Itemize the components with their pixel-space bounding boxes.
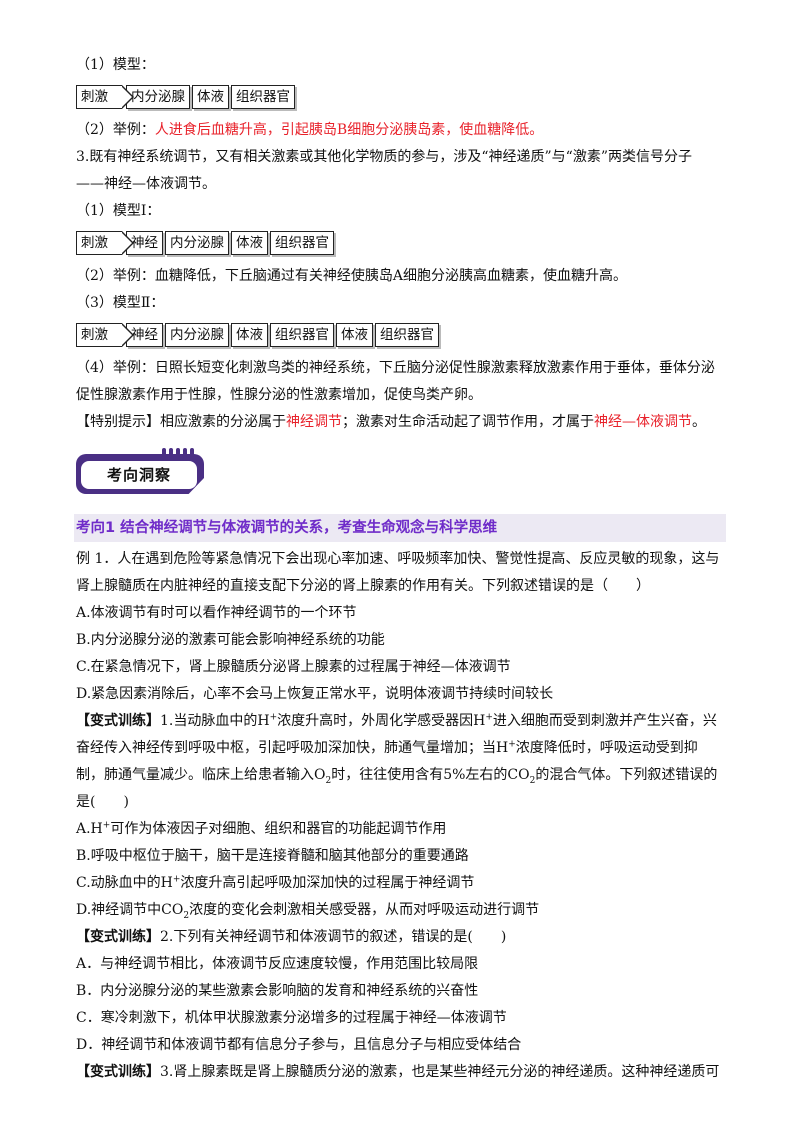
- badge-decoration: [162, 448, 194, 458]
- variant1-option-d: D.神经调节中CO2浓度的变化会刺激相关感受器，从而对呼吸运动进行调节: [76, 902, 540, 921]
- variant1-line2: 奋经传入神经传到呼吸中枢，引起呼吸加深加快，肺通气量增加；当H+浓度降低时，呼吸…: [76, 739, 698, 756]
- flow-stimulus-arrow: 刺激: [76, 230, 134, 255]
- section3-line1: 3.既有神经系统调节，又有相关激素或其他化学物质的参与，涉及“神经递质”与“激素…: [76, 149, 692, 165]
- example-stem-line1: 例 1．人在遇到危险等紧急情况下会出现心率加速、呼吸频率加快、警觉性提高、反应灵…: [76, 551, 720, 567]
- tip-text: ；激素对生命活动起了调节作用，才属于: [342, 414, 594, 430]
- flow-box: 内分泌腺: [126, 85, 190, 109]
- variant1-line4: 是( ): [76, 794, 129, 810]
- example2-line1: （4）举例：日照长短变化刺激鸟类的神经系统，下丘脑分泌促性腺激素释放激素作用于垂…: [76, 360, 715, 376]
- variant2-option-c: C．寒冷刺激下，机体甲状腺激素分泌增多的过程属于神经—体液调节: [76, 1010, 507, 1026]
- model1-flow-diagram: 刺激 神经 内分泌腺 体液 组织器官: [76, 228, 726, 258]
- flow-stimulus-arrow: 刺激: [76, 322, 134, 347]
- flow-box: 组织器官: [375, 323, 439, 347]
- example-highlight: 人进食后血糖升高，引起胰岛B细胞分泌胰岛素，使血糖降低。: [154, 122, 544, 138]
- option-d: D.紧急因素消除后，心率不会马上恢复正常水平，说明体液调节持续时间较长: [76, 686, 554, 702]
- section-title: 考向1 结合神经调节与体液调节的关系，考查生命观念与科学思维: [74, 514, 726, 542]
- example-prefix: （2）举例：: [76, 122, 155, 138]
- flow-box: 体液: [192, 85, 229, 109]
- example-line: （2）举例：人进食后血糖升高，引起胰岛B细胞分泌胰岛素，使血糖降低。: [76, 117, 726, 144]
- model-flow-diagram: 刺激 内分泌腺 体液 组织器官: [76, 82, 726, 112]
- flow-box: 组织器官: [231, 85, 295, 109]
- example2-line2: 促性腺激素作用于性腺，性腺分泌的性激素增加，促使鸟类产卵。: [76, 387, 482, 403]
- model2-flow-diagram: 刺激 神经 内分泌腺 体液 组织器官 体液 组织器官: [76, 320, 726, 350]
- document-page: （1）模型： 刺激 内分泌腺 体液 组织器官 （2）举例：人进食后血糖升高，引起…: [74, 52, 726, 1086]
- option-c: C.在紧急情况下，肾上腺髓质分泌肾上腺素的过程属于神经—体液调节: [76, 659, 511, 675]
- flow-box: 体液: [231, 323, 268, 347]
- flow-box: 组织器官: [270, 231, 334, 255]
- variant1-option-c: C.动脉血中的H+浓度升高引起呼吸加深加快的过程属于神经调节: [76, 874, 475, 891]
- tip-text: 。: [692, 414, 706, 430]
- example1-line: （2）举例：血糖降低，下丘脑通过有关神经使胰岛A细胞分泌胰高血糖素，使血糖升高。: [76, 268, 628, 284]
- flow-box: 内分泌腺: [165, 231, 229, 255]
- example-stem-line2: 肾上腺髓质在内脏神经的直接支配下分泌的肾上腺素的作用有关。下列叙述错误的是（ ）: [76, 578, 650, 594]
- section3-line2: ——神经—体液调节。: [76, 176, 216, 192]
- flow-box: 内分泌腺: [165, 323, 229, 347]
- variant-tag: 【变式训练】: [76, 1064, 160, 1080]
- option-a: A.体液调节有时可以看作神经调节的一个环节: [76, 605, 357, 621]
- variant2-stem: 【变式训练】2.下列有关神经调节和体液调节的叙述，错误的是( ): [76, 929, 507, 945]
- flow-box: 体液: [336, 323, 373, 347]
- variant1-line1: 【变式训练】1.当动脉血中的H+浓度升高时，外周化学感受器因H+进入细胞而受到刺…: [76, 712, 717, 729]
- variant2-option-a: A．与神经调节相比，体液调节反应速度较慢，作用范围比较局限: [76, 956, 479, 972]
- variant-tag: 【变式训练】: [76, 713, 160, 729]
- badge-label: 考向洞察: [81, 461, 197, 489]
- variant3-stem: 【变式训练】3.肾上腺素既是肾上腺髓质分泌的激素，也是某些神经元分泌的神经递质。…: [76, 1064, 720, 1080]
- variant1-line3: 制，肺通气量减少。临床上给患者输入O2时，往往使用含有5%左右的CO2的混合气体…: [76, 767, 718, 786]
- variant1-option-b: B.呼吸中枢位于脑干，脑干是连接脊髓和脑其他部分的重要通路: [76, 848, 469, 864]
- flow-box: 体液: [231, 231, 268, 255]
- section-badge: 考向洞察: [76, 448, 726, 500]
- tip-highlight: 神经—体液调节: [594, 414, 692, 430]
- tip-text: 【特别提示】相应激素的分泌属于: [76, 414, 286, 430]
- model2-label: （3）模型Ⅱ：: [76, 295, 165, 311]
- variant1-option-a: A.H+可作为体液因子对细胞、组织和器官的功能起调节作用: [76, 820, 447, 837]
- special-tip: 【特别提示】相应激素的分泌属于神经调节；激素对生命活动起了调节作用，才属于神经—…: [76, 409, 726, 436]
- variant2-option-d: D．神经调节和体液调节都有信息分子参与，且信息分子与相应受体结合: [76, 1037, 522, 1053]
- tip-highlight: 神经调节: [286, 414, 342, 430]
- flow-box: 组织器官: [270, 323, 334, 347]
- variant2-option-b: B．内分泌腺分泌的某些激素会影响脑的发育和神经系统的兴奋性: [76, 983, 479, 999]
- flow-stimulus-arrow: 刺激: [76, 84, 134, 109]
- model-label: （1）模型：: [76, 57, 155, 73]
- variant-tag: 【变式训练】: [76, 929, 160, 945]
- option-b: B.内分泌腺分泌的激素可能会影响神经系统的功能: [76, 632, 385, 648]
- model1-label: （1）模型Ⅰ：: [76, 203, 161, 219]
